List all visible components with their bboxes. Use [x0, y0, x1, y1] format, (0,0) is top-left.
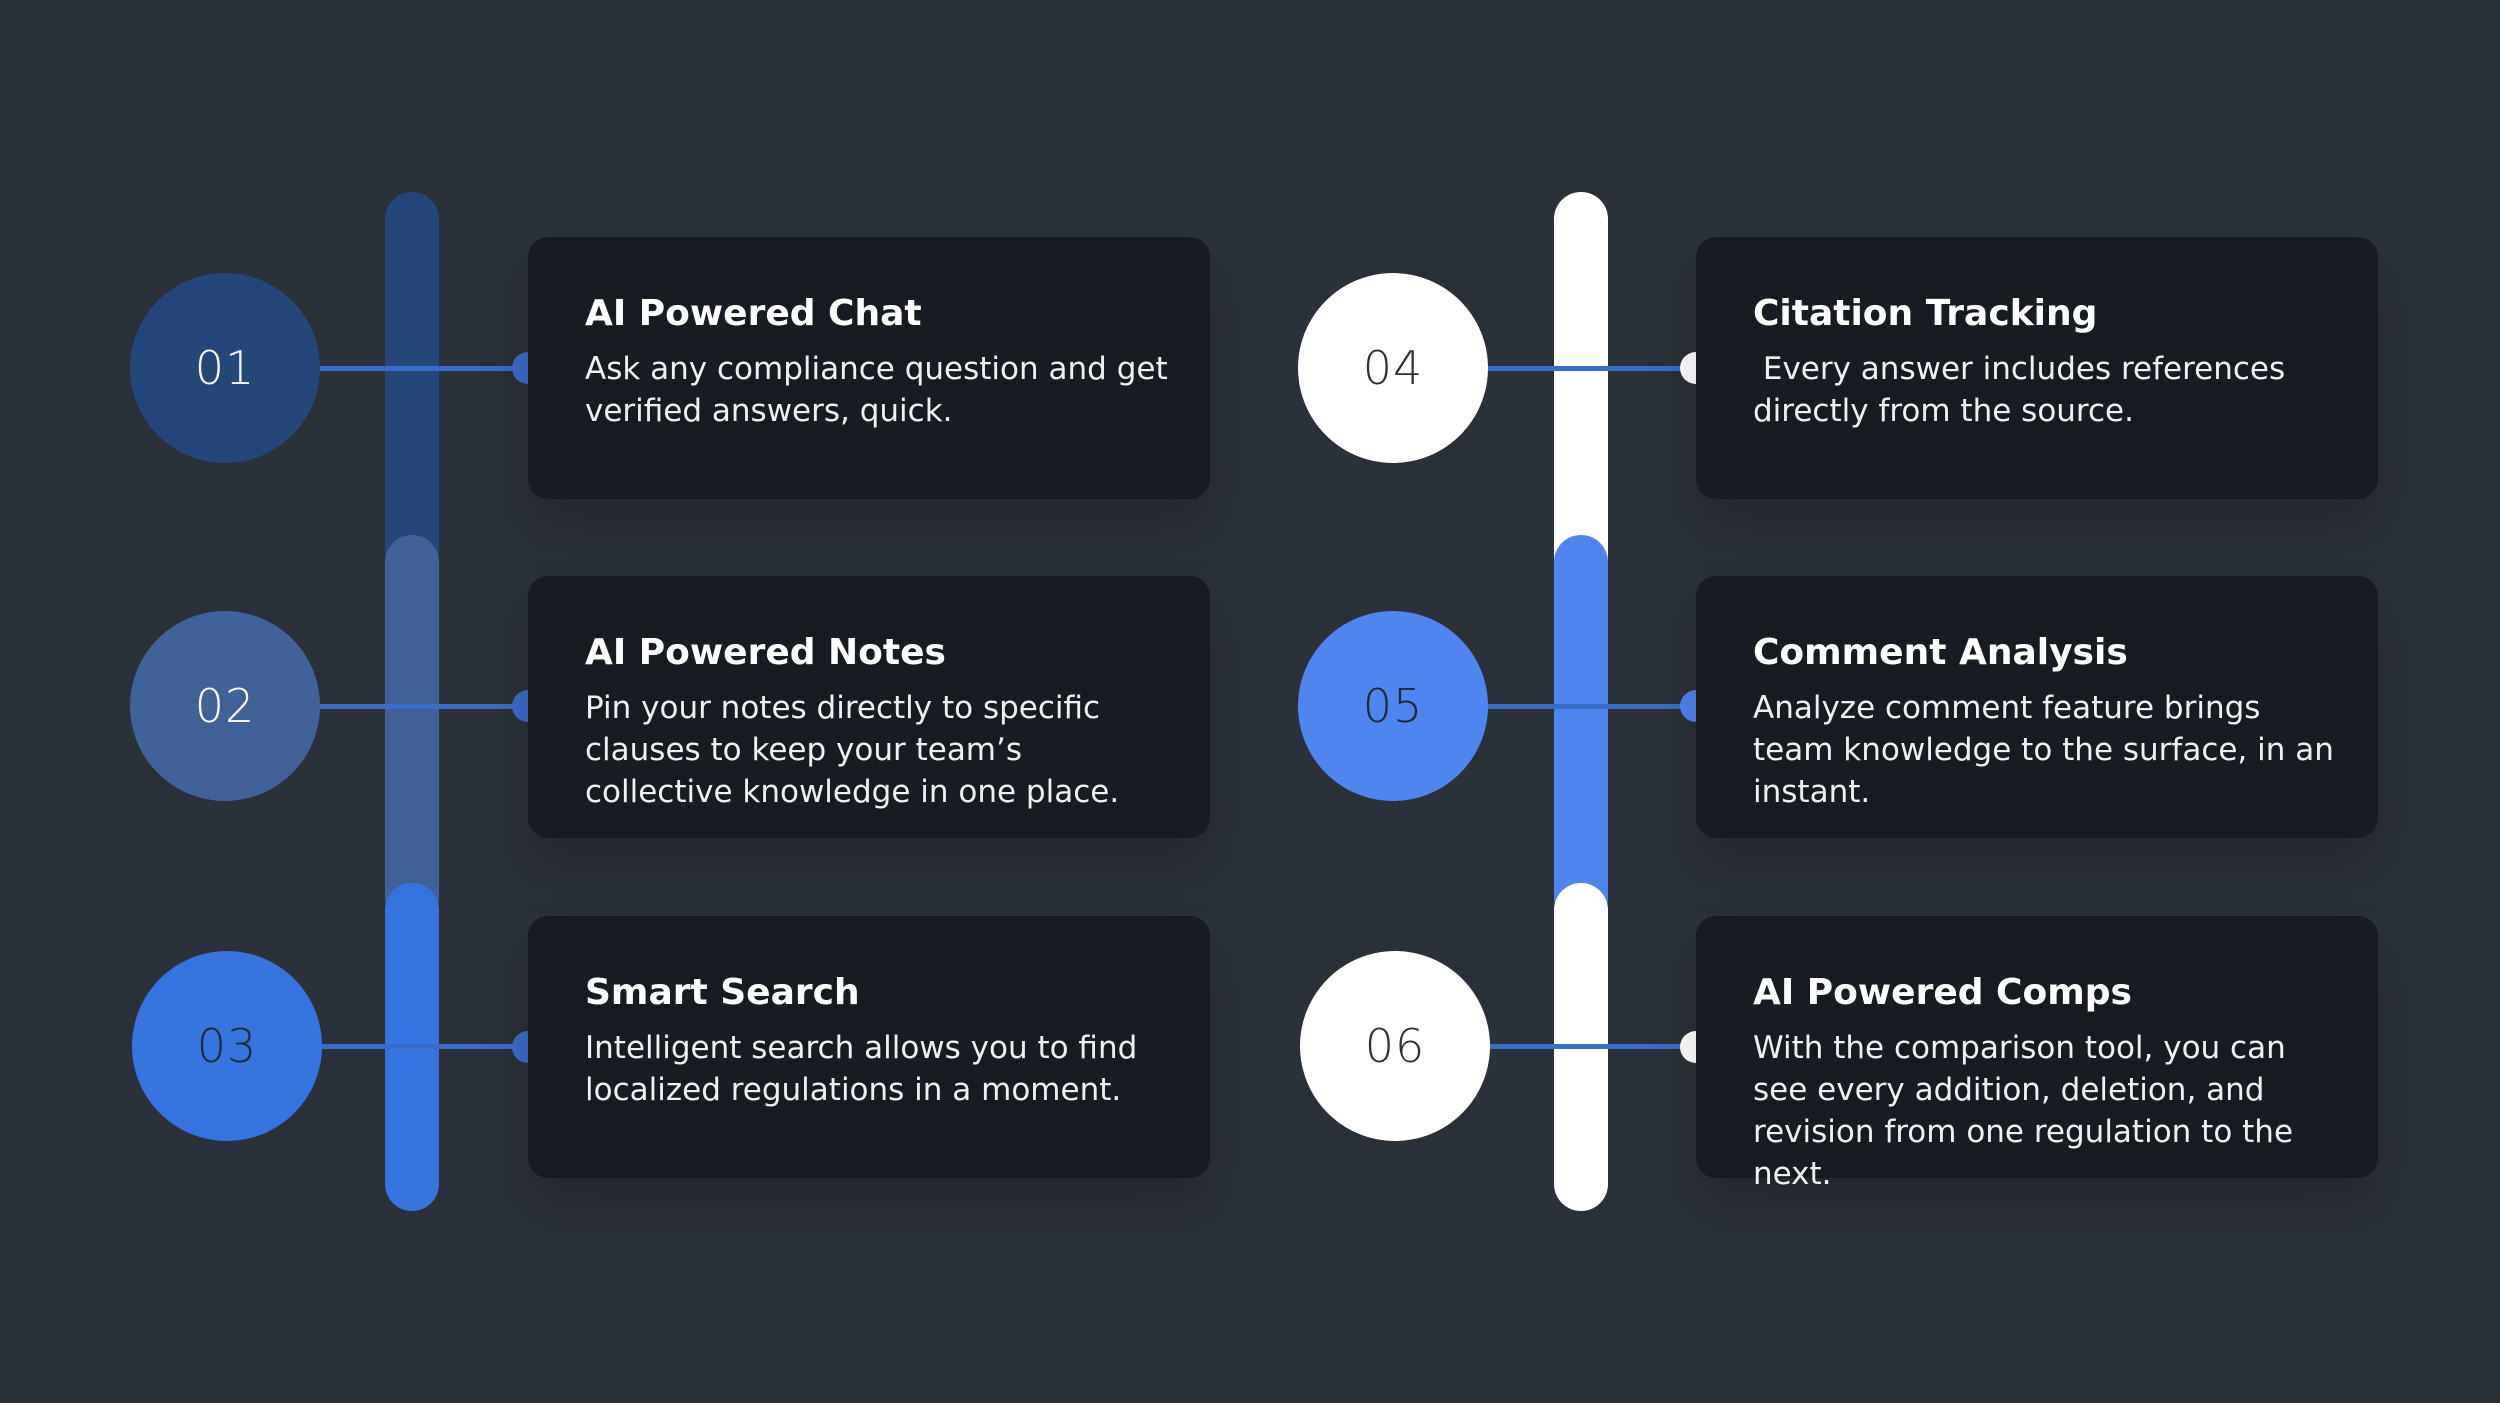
feature-card-02: AI Powered Notes Pin your notes directly…: [528, 576, 1210, 838]
feature-title: AI Powered Notes: [585, 632, 946, 673]
step-number-02: 02: [130, 611, 320, 801]
connector-02: [318, 704, 528, 709]
feature-description: Ask any compliance question and get veri…: [585, 351, 1168, 430]
feature-description: Analyze comment feature brings team know…: [1753, 690, 2334, 811]
feature-title: AI Powered Comps: [1753, 972, 2132, 1013]
feature-card-01: AI Powered Chat Ask any compliance quest…: [528, 237, 1210, 499]
connector-03: [320, 1044, 530, 1049]
feature-title: Comment Analysis: [1753, 632, 2128, 673]
step-number-06: 06: [1300, 951, 1490, 1141]
step-number-03: 03: [132, 951, 322, 1141]
feature-card-05: Comment Analysis Analyze comment feature…: [1696, 576, 2378, 838]
feature-description: With the comparison tool, you can see ev…: [1753, 1030, 2294, 1193]
connector-06: [1488, 1044, 1698, 1049]
timeline-segment-01: [385, 192, 439, 587]
timeline-segment-02: [385, 535, 439, 925]
feature-card-04: Citation Tracking Every answer includes …: [1696, 237, 2378, 499]
feature-description: Intelligent search allows you to find lo…: [585, 1030, 1138, 1109]
connector-05: [1486, 704, 1696, 709]
feature-title: Smart Search: [585, 972, 860, 1013]
timeline-segment-04: [1554, 192, 1608, 587]
connector-01: [318, 366, 528, 371]
feature-description: Every answer includes references directl…: [1753, 351, 2295, 430]
timeline-segment-05: [1554, 535, 1608, 925]
feature-card-06: AI Powered Comps With the comparison too…: [1696, 916, 2378, 1192]
step-number-01: 01: [130, 273, 320, 463]
step-number-05: 05: [1298, 611, 1488, 801]
feature-title: AI Powered Chat: [585, 293, 922, 334]
feature-card-03: Smart Search Intelligent search allows y…: [528, 916, 1210, 1178]
feature-title: Citation Tracking: [1753, 293, 2098, 334]
connector-04: [1486, 366, 1696, 371]
step-number-04: 04: [1298, 273, 1488, 463]
feature-description: Pin your notes directly to specific clau…: [585, 690, 1120, 811]
